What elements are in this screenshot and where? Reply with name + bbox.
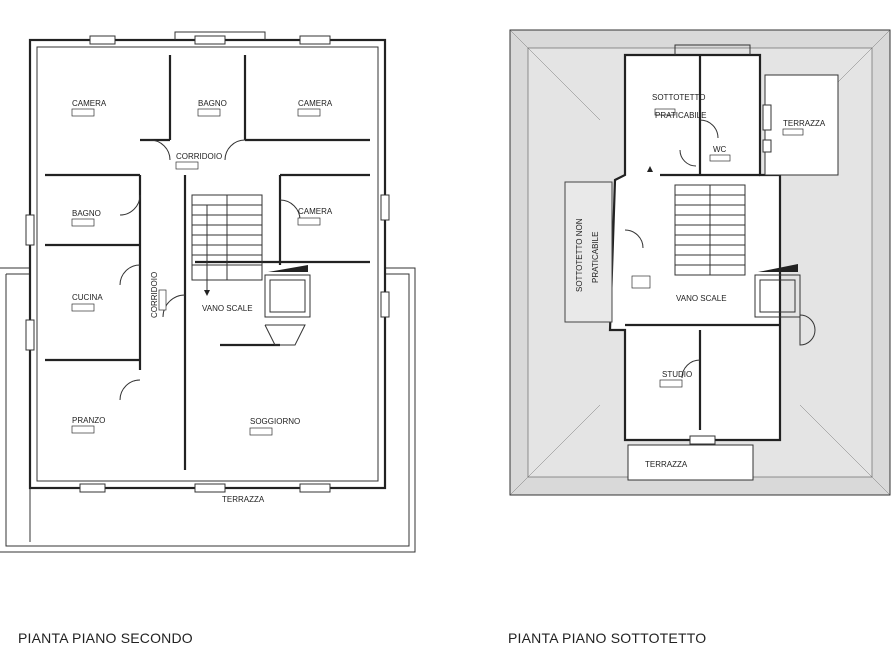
room-label-sottotetto: SOTTOTETTO bbox=[652, 93, 705, 102]
elevator-left bbox=[264, 265, 311, 346]
room-label-vano-scale-right: VANO SCALE bbox=[676, 294, 727, 303]
room-label-soggiorno: SOGGIORNO bbox=[250, 417, 300, 426]
room-label-terrazza-top: TERRAZZA bbox=[783, 119, 826, 128]
room-label-camera-3: CAMERA bbox=[298, 207, 333, 216]
room-label-terrazza-bottom: TERRAZZA bbox=[645, 460, 688, 469]
room-label-terrazza-left: TERRAZZA bbox=[222, 495, 265, 504]
staircase-right bbox=[647, 166, 746, 276]
room-label-bagno-1: BAGNO bbox=[198, 99, 227, 108]
attic-floor-plan: SOTTOTETTO PRATICABILE TERRAZZA WC SOTTO… bbox=[509, 29, 891, 496]
room-label-sottotetto-non: SOTTOTETTO NON bbox=[575, 218, 584, 292]
room-label-corridoio-1: CORRIDOIO bbox=[176, 152, 222, 161]
room-label-non-praticabile: PRATICABILE bbox=[591, 232, 600, 283]
room-label-bagno-2: BAGNO bbox=[72, 209, 101, 218]
room-label-vano-scale-left: VANO SCALE bbox=[202, 304, 253, 313]
room-label-corridoio-2: CORRIDOIO bbox=[150, 272, 159, 318]
staircase-left bbox=[191, 194, 263, 296]
room-label-pranzo: PRANZO bbox=[72, 416, 105, 425]
caption-second-floor: PIANTA PIANO SECONDO bbox=[18, 630, 193, 646]
second-floor-plan: CAMERA BAGNO CAMERA CORRIDOIO BAGNO CAME… bbox=[0, 31, 416, 553]
room-label-wc: WC bbox=[713, 145, 727, 154]
room-label-camera-2: CAMERA bbox=[298, 99, 333, 108]
caption-attic-floor: PIANTA PIANO SOTTOTETTO bbox=[508, 630, 707, 646]
elevator-right bbox=[754, 264, 816, 346]
room-label-studio: STUDIO bbox=[662, 370, 692, 379]
room-label-cucina: CUCINA bbox=[72, 293, 103, 302]
room-label-praticabile: PRATICABILE bbox=[655, 111, 706, 120]
room-label-camera-1: CAMERA bbox=[72, 99, 107, 108]
